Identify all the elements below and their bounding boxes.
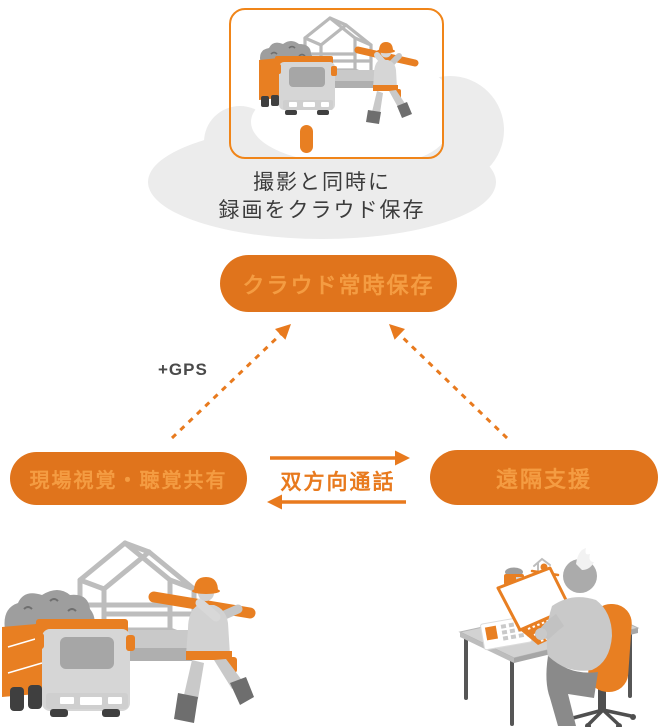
operator-person bbox=[535, 548, 612, 726]
dotted-arrow-right-up bbox=[389, 324, 509, 440]
gps-label: +GPS bbox=[158, 360, 208, 379]
construction-site-illustration bbox=[2, 540, 256, 723]
node-remote-support: 遠隔支援 bbox=[430, 450, 658, 505]
video-progress-handle bbox=[300, 125, 313, 153]
remote-support-illustration bbox=[458, 548, 640, 727]
worker-icon bbox=[354, 42, 419, 124]
node-cloud-storage: クラウド常時保存 bbox=[220, 255, 457, 312]
node-cloud-storage-label: クラウド常時保存 bbox=[242, 272, 435, 298]
dump-truck-icon bbox=[2, 590, 135, 717]
node-remote-support-label: 遠隔支援 bbox=[495, 466, 592, 492]
two-way-call-label: 双方向通話 bbox=[280, 471, 396, 494]
dotted-arrow-left-up bbox=[170, 324, 291, 440]
video-frame bbox=[229, 8, 444, 159]
cloud-caption-line1: 撮影と同時に bbox=[253, 171, 391, 194]
node-site-sharing-label: 現場視覚・聴覚共有 bbox=[29, 470, 228, 492]
worker-icon bbox=[148, 577, 256, 723]
cloud-caption: 撮影と同時に 録画をクラウド保存 bbox=[152, 169, 492, 225]
cloud-caption-line2: 録画をクラウド保存 bbox=[218, 199, 426, 222]
construction-site-video-illustration bbox=[251, 16, 442, 157]
truck-icon bbox=[259, 41, 337, 115]
node-site-sharing: 現場視覚・聴覚共有 bbox=[10, 452, 247, 505]
video-progress-bar bbox=[262, 125, 418, 153]
